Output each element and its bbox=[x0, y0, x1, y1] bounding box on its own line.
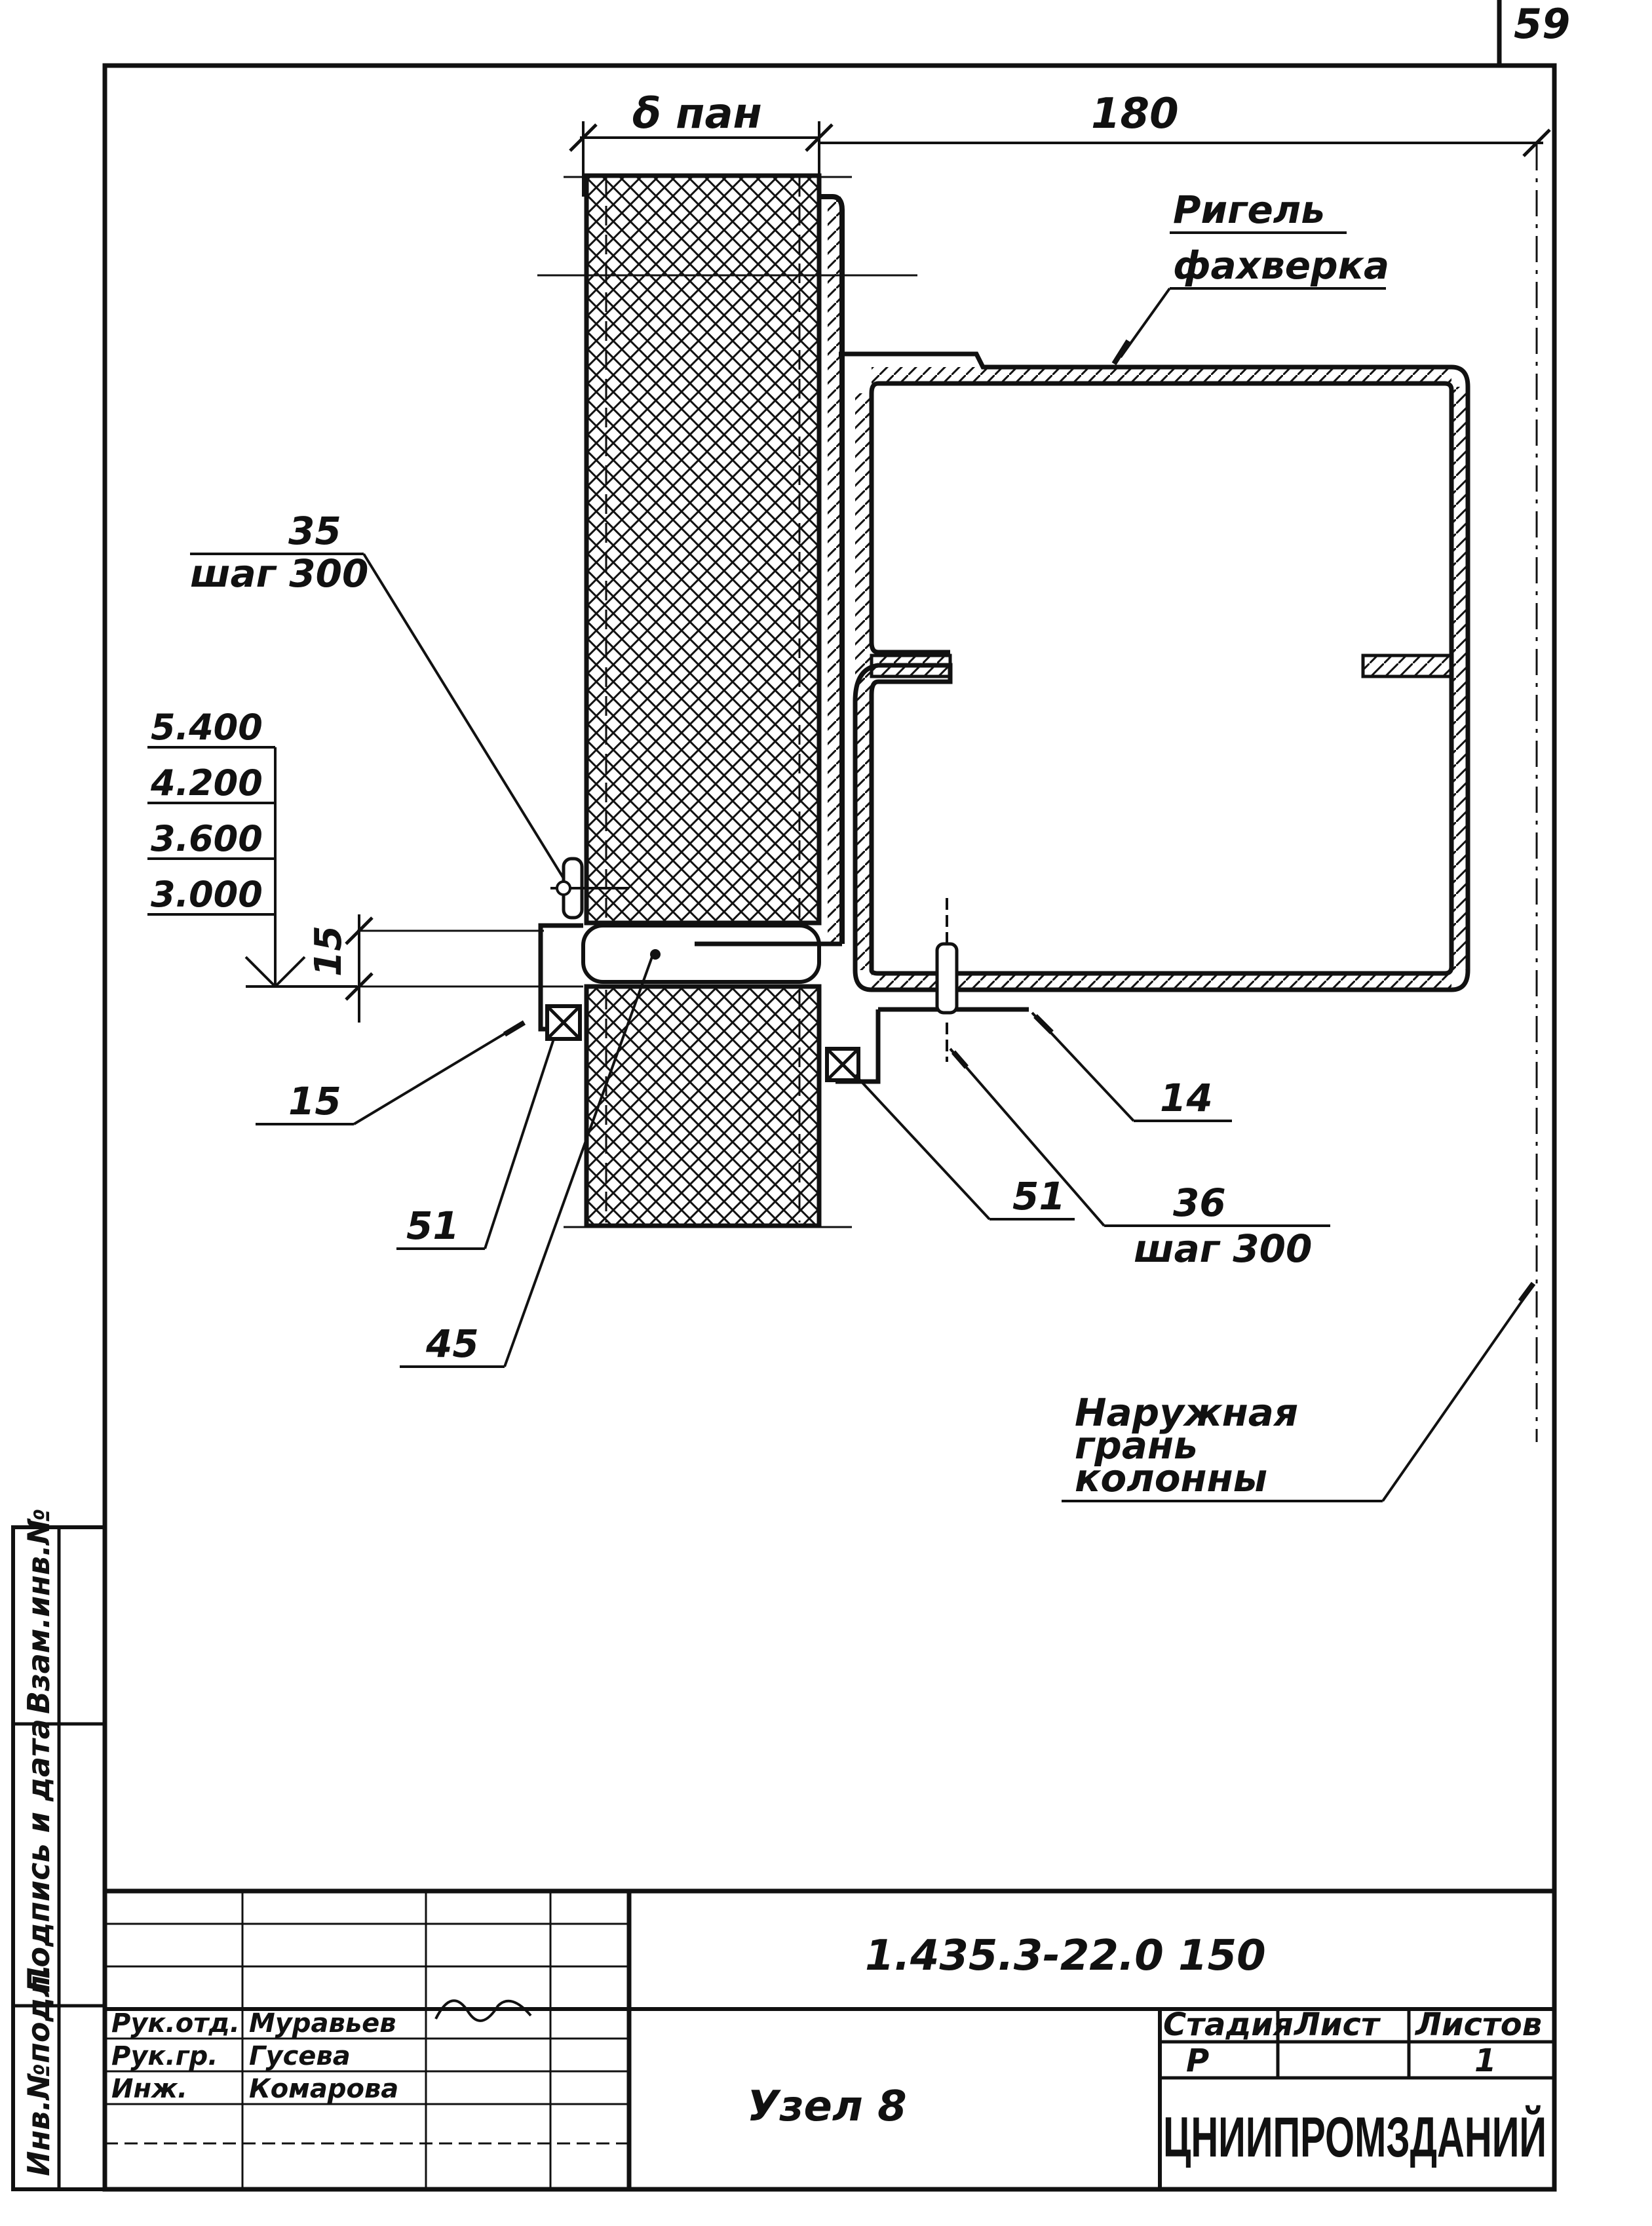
sheet-title: Узел 8 bbox=[747, 2082, 907, 2131]
panel-thickness-dimension: δ пан bbox=[569, 90, 834, 197]
elevation-3000: 3.000 bbox=[151, 874, 263, 915]
sheets-value: 1 bbox=[1474, 2042, 1496, 2079]
sheets-header: Листов bbox=[1414, 2006, 1542, 2043]
item-14-label: 14 bbox=[1160, 1076, 1213, 1120]
leader-51-left: 51 bbox=[396, 1038, 555, 1250]
side-stamp-inv: Инв.№подл. bbox=[21, 1964, 56, 2176]
joint-15-label: 15 bbox=[307, 926, 350, 977]
lower-wall-panel bbox=[564, 984, 852, 1228]
title-block: 1.435.3-22.0 150 Узел 8 Стадия Лист Лист… bbox=[105, 1888, 1554, 2189]
outer-face-label-3: колонны bbox=[1075, 1456, 1267, 1500]
panel-face-plate bbox=[695, 194, 845, 947]
bracket-14 bbox=[825, 1007, 1029, 1084]
organization: ЦНИИПРОМЗДАНИЙ bbox=[1163, 2105, 1546, 2169]
handwritten-signature bbox=[434, 1999, 532, 2022]
drawing-frame bbox=[102, 63, 1557, 2192]
item-15-label: 15 bbox=[288, 1079, 341, 1123]
rigel-label-2: фахверка bbox=[1173, 243, 1389, 288]
sheet-number: 59 bbox=[1514, 0, 1570, 48]
stage-header: Стадия bbox=[1163, 2006, 1294, 2043]
signature-name-2: Комарова bbox=[249, 2074, 398, 2104]
elevation-5400: 5.400 bbox=[151, 707, 263, 748]
leader-outer-face: Наружная грань колонны bbox=[1062, 1281, 1536, 1502]
signature-name-1: Гусева bbox=[249, 2041, 351, 2071]
side-stamp-signature: Подпись и дата bbox=[21, 1719, 56, 1993]
designation: 1.435.3-22.0 150 bbox=[865, 1932, 1266, 1980]
item-35-label: 35 bbox=[288, 509, 341, 553]
outer-face-label-2: грань bbox=[1075, 1423, 1198, 1468]
offset-180-label: 180 bbox=[1091, 90, 1179, 138]
elevation-marks: 5.400 4.200 3.600 3.000 bbox=[147, 707, 357, 988]
signature-role-0: Рук.отд. bbox=[111, 2008, 240, 2039]
rigel-label-1: Ригель bbox=[1173, 187, 1325, 232]
item-51-left-label: 51 bbox=[406, 1203, 459, 1248]
joint-15-dimension: 15 bbox=[307, 914, 583, 1023]
side-stamp-replace: Взам.инв.№ bbox=[21, 1508, 56, 1714]
signature-role-2: Инж. bbox=[111, 2074, 187, 2104]
leader-35: 35 шаг 300 bbox=[190, 509, 565, 880]
item-36-label: 36 bbox=[1173, 1181, 1226, 1225]
item-51-right-label: 51 bbox=[1012, 1174, 1066, 1219]
screw-36 bbox=[935, 898, 959, 1062]
fachwerk-girder bbox=[839, 351, 1470, 992]
item-45-label: 45 bbox=[425, 1321, 479, 1366]
joint-seal-45 bbox=[581, 924, 821, 984]
offset-180-dimension: 180 bbox=[819, 90, 1551, 157]
leader-14: 14 bbox=[1031, 1011, 1232, 1122]
leader-15: 15 bbox=[256, 1020, 526, 1125]
elevation-4200: 4.200 bbox=[150, 762, 263, 804]
leader-36: 36 шаг 300 bbox=[949, 1047, 1330, 1271]
item-35-step: шаг 300 bbox=[190, 551, 368, 596]
fastener-35 bbox=[550, 857, 629, 920]
outer-face-label-1: Наружная bbox=[1075, 1390, 1298, 1435]
sheet-header: Лист bbox=[1293, 2006, 1381, 2043]
flashing-15 bbox=[538, 923, 583, 1041]
signature-role-1: Рук.гр. bbox=[111, 2041, 218, 2071]
leader-51-right: 51 bbox=[854, 1074, 1075, 1220]
upper-wall-panel bbox=[537, 173, 917, 926]
item-36-step: шаг 300 bbox=[1134, 1226, 1312, 1271]
signature-name-0: Муравьев bbox=[249, 2008, 396, 2039]
stage-value: Р bbox=[1186, 2042, 1209, 2079]
side-stamp: Инв.№подл. Подпись и дата Взам.инв.№ bbox=[11, 1508, 107, 2191]
leader-45: 45 bbox=[400, 956, 653, 1368]
leader-rigel: Ригель фахверка bbox=[1111, 187, 1389, 366]
elevation-3600: 3.600 bbox=[151, 818, 263, 859]
panel-thickness-label: δ пан bbox=[632, 90, 762, 138]
